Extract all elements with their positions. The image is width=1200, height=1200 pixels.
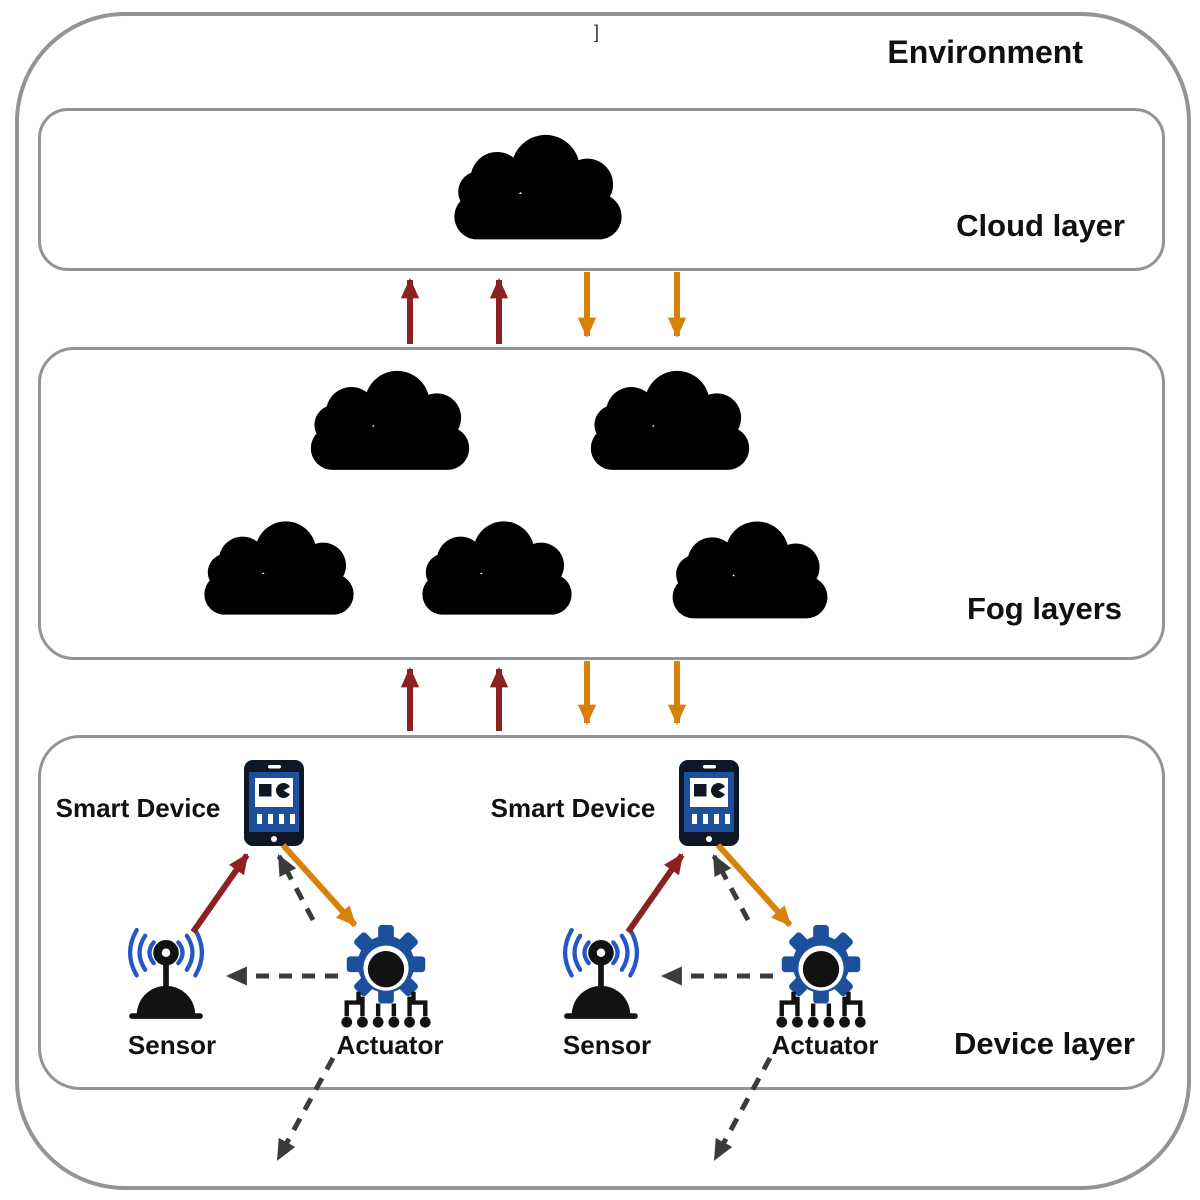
- sensor-label: Sensor: [127, 1030, 217, 1060]
- fog-gray-cloud-icon: [662, 518, 838, 628]
- sensor-label: Sensor: [562, 1030, 652, 1060]
- device-layer-label: Device layer: [954, 1026, 1135, 1061]
- sensor-icon: [549, 928, 653, 1021]
- fog-gray-cloud-icon: [412, 518, 582, 624]
- fog-blue-cloud-icon: [580, 367, 760, 480]
- actuator-label: Actuator: [336, 1030, 444, 1060]
- actuator-icon: [767, 925, 875, 1031]
- smart-device-icon: [677, 758, 741, 848]
- sensor-icon: [114, 928, 218, 1021]
- fog-layers-label: Fog layers: [966, 591, 1122, 626]
- smart-device-label: Smart Device: [490, 793, 656, 823]
- actuator-icon: [332, 925, 440, 1031]
- smart-device-icon: [242, 758, 306, 848]
- cloud-layer-label: Cloud layer: [956, 208, 1125, 243]
- fog-blue-cloud-icon: [300, 367, 480, 480]
- environment-label: Environment: [887, 34, 1083, 70]
- actuator-label: Actuator: [771, 1030, 879, 1060]
- fog-gray-cloud-icon: [194, 518, 364, 624]
- smart-device-label: Smart Device: [55, 793, 221, 823]
- stray-bracket-artifact: ]: [594, 22, 600, 42]
- cloud-layer-cloud-icon: [443, 131, 633, 250]
